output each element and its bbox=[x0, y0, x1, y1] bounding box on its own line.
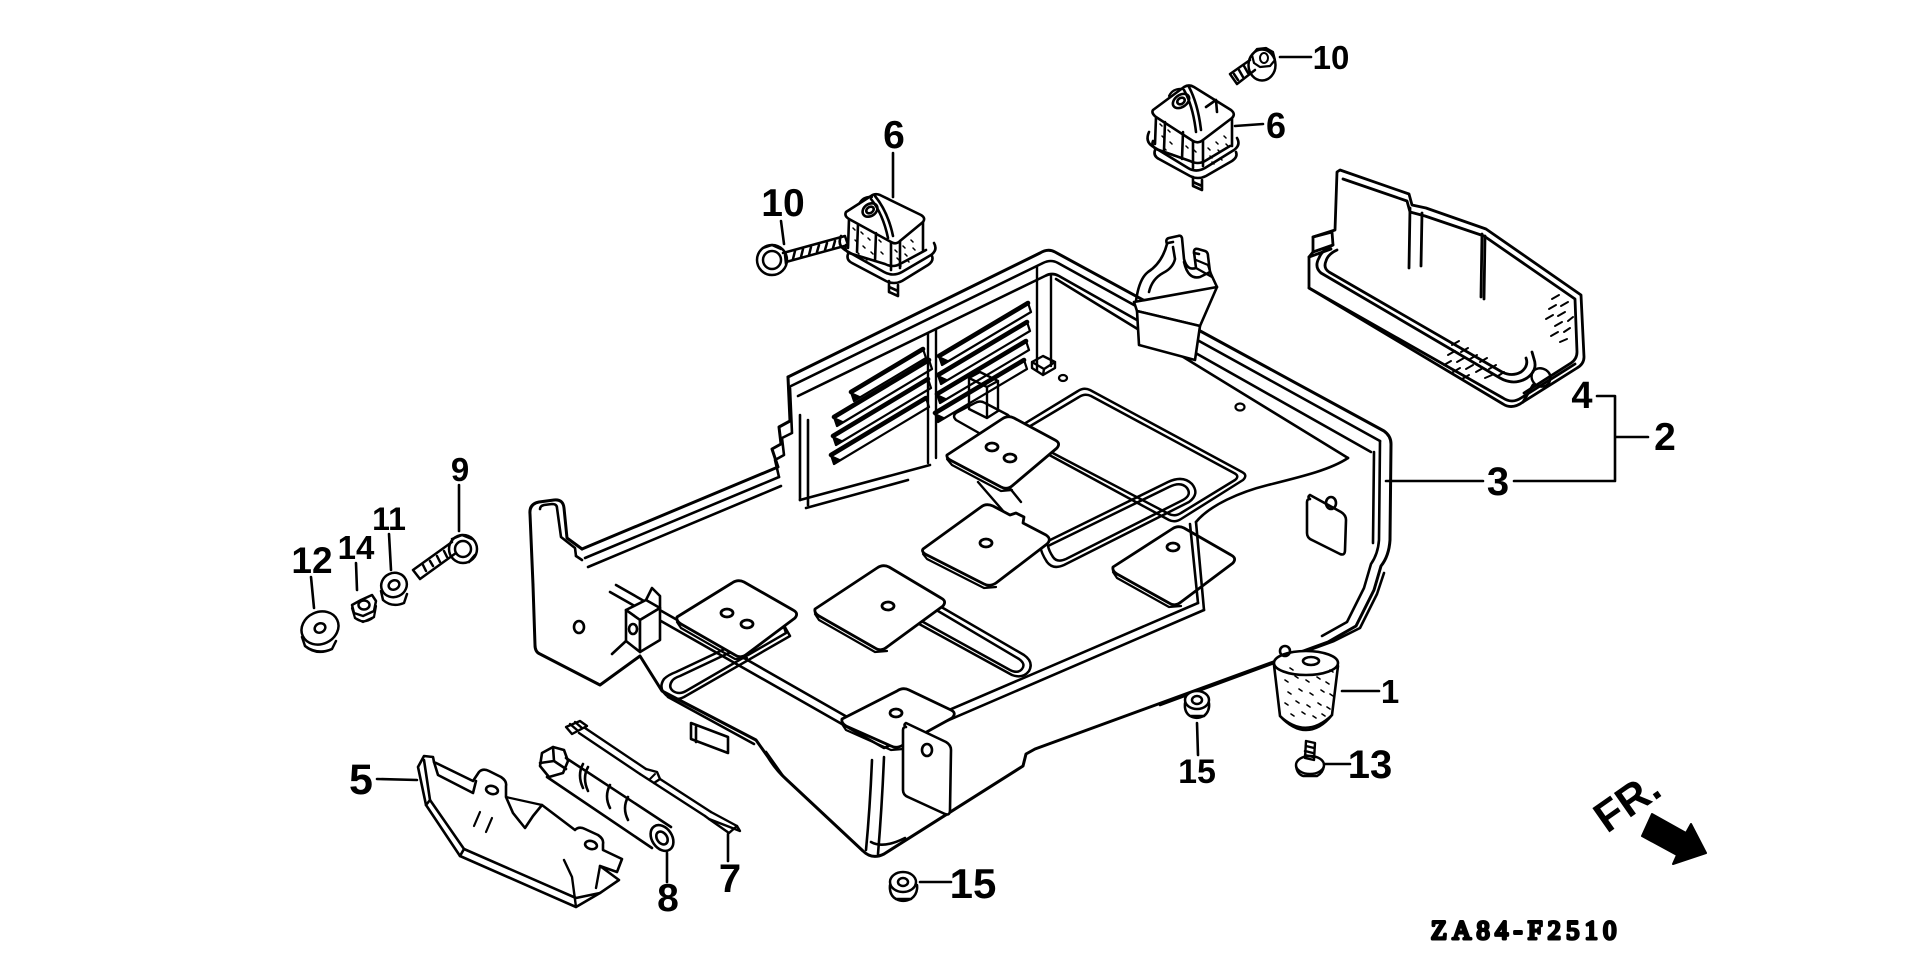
svg-text:ZA84-F2510: ZA84-F2510 bbox=[1431, 916, 1622, 945]
svg-text:10: 10 bbox=[1313, 39, 1350, 76]
svg-text:14: 14 bbox=[338, 529, 375, 566]
svg-text:12: 12 bbox=[291, 540, 332, 581]
svg-text:4: 4 bbox=[1571, 375, 1592, 417]
svg-text:11: 11 bbox=[372, 501, 406, 537]
svg-text:7: 7 bbox=[719, 857, 741, 901]
svg-text:15: 15 bbox=[950, 860, 997, 907]
svg-text:3: 3 bbox=[1487, 460, 1509, 504]
svg-text:15: 15 bbox=[1178, 753, 1216, 791]
svg-text:1: 1 bbox=[1381, 673, 1399, 710]
svg-text:10: 10 bbox=[761, 182, 804, 225]
svg-text:8: 8 bbox=[657, 877, 679, 920]
svg-text:5: 5 bbox=[349, 756, 373, 804]
svg-text:2: 2 bbox=[1654, 416, 1676, 459]
svg-text:9: 9 bbox=[451, 451, 469, 488]
svg-text:6: 6 bbox=[883, 114, 905, 157]
svg-text:6: 6 bbox=[1266, 105, 1286, 146]
svg-text:13: 13 bbox=[1348, 743, 1393, 787]
